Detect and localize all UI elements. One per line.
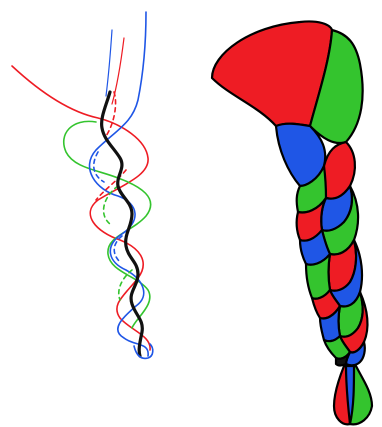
filled-braid-panel bbox=[212, 21, 372, 424]
thin-strand-top-a bbox=[106, 30, 112, 96]
dashed-hidden-segments-3 bbox=[94, 152, 122, 262]
strand-guide-panel bbox=[12, 12, 153, 358]
green-strand-line bbox=[64, 121, 151, 328]
